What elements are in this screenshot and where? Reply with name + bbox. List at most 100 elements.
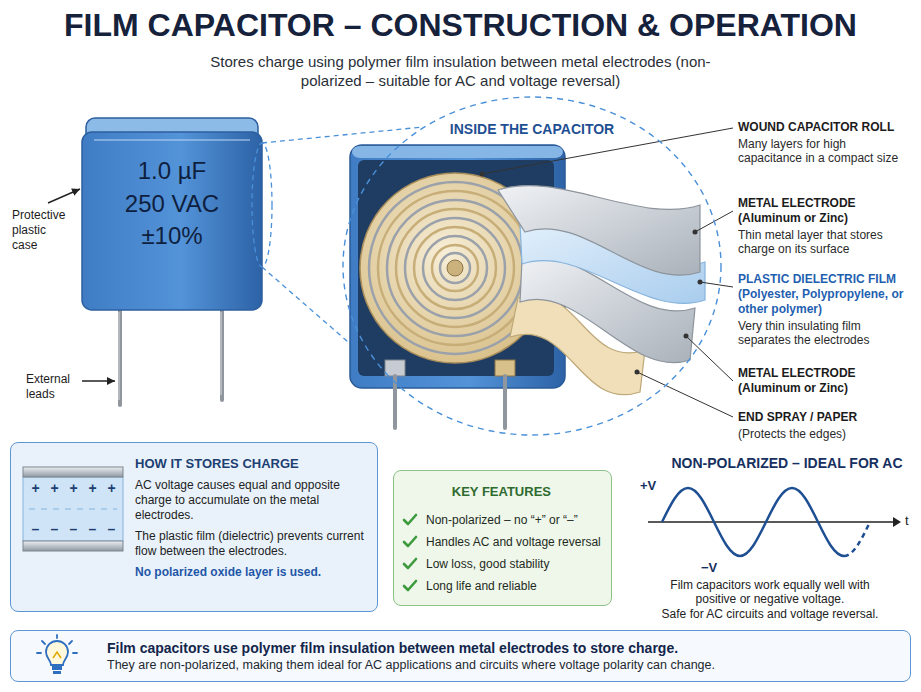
case-top-face — [352, 146, 563, 158]
subtitle: Stores charge using polymer film insulat… — [180, 52, 741, 90]
dielectric-film — [23, 477, 123, 541]
charge-sign: + — [86, 481, 100, 496]
feature-item: Long life and reliable — [402, 575, 601, 597]
metal-plate — [23, 541, 123, 551]
charge-sign: + — [67, 481, 81, 496]
panel-text: The plastic film (dielectric) prevents c… — [135, 529, 365, 559]
zoom-line — [262, 127, 423, 143]
roll-layer — [378, 191, 532, 345]
lead-wire — [503, 376, 507, 428]
zoom-outline — [343, 97, 721, 435]
callout-note: (Protects the edges) — [738, 427, 903, 441]
axis-label: +V — [640, 478, 660, 493]
plates-art — [23, 467, 123, 553]
check-mark — [404, 537, 416, 546]
charge-sign: – — [48, 522, 62, 537]
check-mark — [404, 581, 416, 590]
sine-wave — [662, 488, 844, 556]
summary-banner: Film capacitors use polymer film insulat… — [10, 630, 911, 682]
callout-title: METAL ELECTRODE (Aluminum or Zinc) — [738, 196, 913, 226]
leader-arrow — [82, 380, 115, 381]
roll-layer — [405, 218, 505, 318]
leader-dot — [698, 280, 703, 285]
axis-label: t — [905, 513, 915, 528]
charge-panel: HOW IT STORES CHARGEAC voltage causes eq… — [10, 442, 378, 612]
roll-layer — [440, 253, 470, 283]
leader-line — [686, 336, 733, 381]
inside-view-outline: INSIDE THE CAPACITOR — [342, 96, 722, 436]
roll-layer — [396, 209, 514, 327]
electrode-layer — [498, 186, 700, 276]
feature-item: Handles AC and voltage reversal — [402, 531, 601, 553]
charge-sign: + — [105, 481, 119, 496]
callout-note: Thin metal layer that stores charge on i… — [738, 228, 903, 256]
leader-arrow — [48, 189, 80, 203]
feature-item: Low loss, good stability — [402, 553, 601, 575]
case-highlight — [94, 139, 250, 141]
summary-text: They are non-polarized, making them idea… — [107, 657, 898, 673]
lead-wire — [220, 300, 224, 400]
case-top-face — [86, 118, 258, 144]
feature-item: Non-polarized – no “+” or “–” — [402, 509, 601, 531]
charge-sign: – — [67, 522, 81, 537]
leader-dot — [684, 334, 689, 339]
time-axis — [648, 521, 895, 522]
leader-line — [637, 372, 733, 417]
summary-heading: Film capacitors use polymer film insulat… — [107, 639, 898, 657]
callout-note: Many layers for high capacitance in a co… — [738, 137, 903, 165]
sine-wave-tail — [844, 522, 870, 556]
check-mark — [404, 515, 416, 524]
bulb-filament — [53, 652, 61, 658]
bulb-base — [52, 666, 62, 670]
axis-label: −V — [701, 560, 723, 575]
case-front-face — [82, 132, 262, 310]
features-panel: KEY FEATURESNon-polarized – no “+” or “–… — [393, 470, 612, 606]
bulb-ray — [73, 652, 77, 654]
leader-dot — [480, 172, 485, 177]
part-label: External leads — [26, 372, 78, 402]
roll-layer — [432, 245, 478, 291]
note-text: Safe for AC circuits and voltage reversa… — [650, 607, 890, 621]
leader-dot — [635, 370, 640, 375]
callout-title: WOUND CAPACITOR ROLL — [738, 120, 913, 135]
lightbulb-icon — [29, 635, 85, 679]
axis-arrow — [893, 517, 901, 527]
bulb-ray — [69, 641, 72, 644]
diagram-title: FILM CAPACITOR – CONSTRUCTION & OPERATIO… — [0, 6, 921, 44]
bulb-ray — [42, 641, 45, 644]
bulb-base — [53, 671, 61, 674]
callout-title: END SPRAY / PAPER — [738, 410, 913, 425]
section-heading: INSIDE THE CAPACITOR — [450, 121, 614, 138]
part-label: Protective plastic case — [12, 208, 72, 253]
inside-view-outline-art — [342, 96, 722, 436]
metal-plate — [23, 467, 123, 477]
leader-line — [700, 282, 733, 287]
lead-wire — [118, 300, 122, 405]
section-heading: NON-POLARIZED – IDEAL FOR AC — [662, 455, 912, 472]
roll-core — [447, 260, 463, 276]
capacitor-body: 1.0 µF 250 VAC ±10% — [82, 118, 262, 310]
panel-note: No polarized oxide layer is used. — [135, 565, 365, 580]
bulb-ray — [56, 635, 58, 638]
roll-layer — [423, 236, 487, 300]
charge-sign: – — [105, 522, 119, 537]
callout-note: Very thin insulating film separates the … — [738, 319, 903, 347]
roll-layer — [414, 227, 496, 309]
lead-highlight — [221, 312, 222, 395]
rating-text: 1.0 µF 250 VAC ±10% — [117, 155, 227, 252]
callout-title: PLASTIC DIELECTRIC FILM (Polyester, Poly… — [738, 272, 913, 317]
lead-tab — [385, 360, 405, 376]
note-text: Film capacitors work equally well with p… — [650, 578, 890, 606]
charge-sign: – — [29, 522, 43, 537]
charge-sign: + — [29, 481, 43, 496]
callout-title: METAL ELECTRODE (Aluminum or Zinc) — [738, 366, 913, 396]
checkmarks-art — [402, 509, 418, 597]
lead-tab — [495, 360, 515, 376]
leader-dot — [693, 230, 698, 235]
film-dashes — [29, 508, 117, 510]
panel-heading: HOW IT STORES CHARGE — [135, 455, 365, 472]
lead-highlight — [119, 312, 120, 400]
charge-sign: – — [86, 522, 100, 537]
charge-sign: + — [48, 481, 62, 496]
